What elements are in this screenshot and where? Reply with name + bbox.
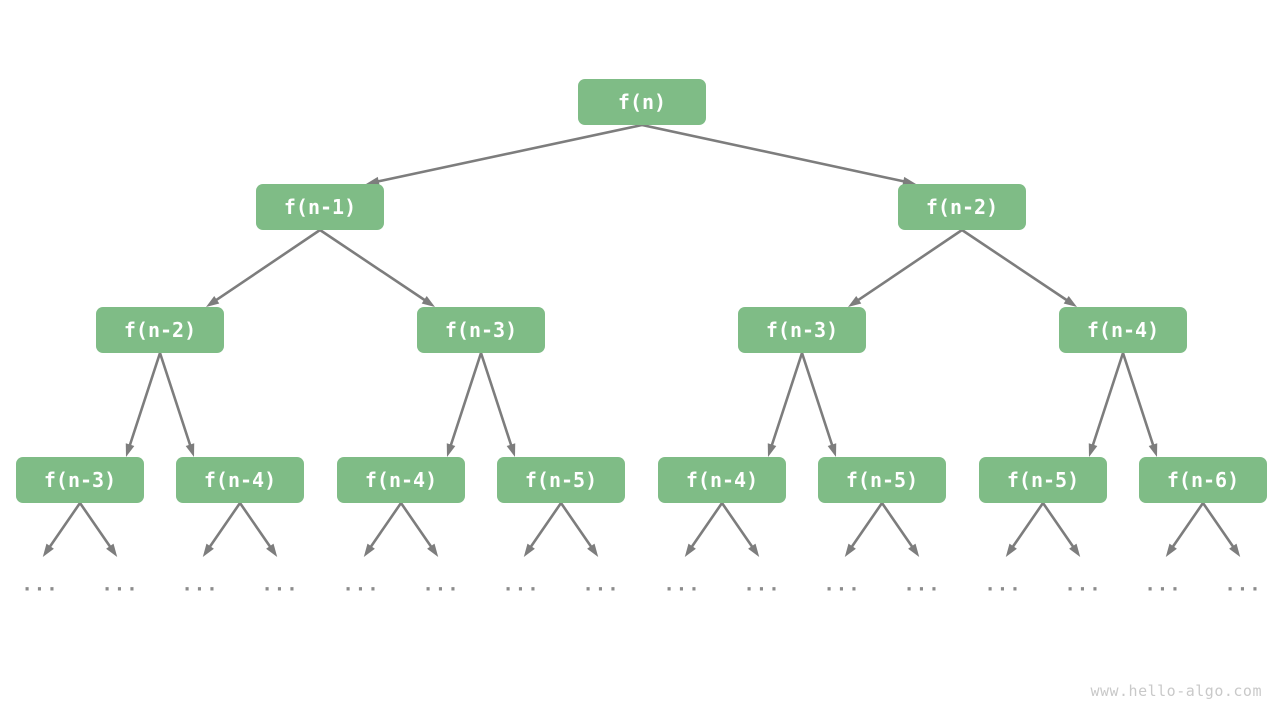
tree-node-n7: f(n-3)	[16, 457, 144, 503]
edge-n13-to-e12	[1005, 501, 1045, 557]
edge-n11-to-e9	[720, 501, 760, 557]
edge-n7-to-e0	[42, 501, 82, 557]
edge-n4-to-n10	[479, 351, 516, 457]
edge-n4-to-n9	[446, 351, 483, 457]
watermark-label: www.hello-algo.com	[1090, 682, 1262, 700]
ellipsis-e3: ...	[261, 573, 299, 596]
edge-n8-to-e2	[202, 501, 242, 557]
ellipsis-e0: ...	[21, 573, 59, 596]
tree-node-n2: f(n-2)	[898, 184, 1026, 230]
tree-node-n3: f(n-2)	[96, 307, 224, 353]
tree-node-n10: f(n-5)	[497, 457, 625, 503]
tree-node-n13: f(n-5)	[979, 457, 1107, 503]
ellipsis-e12: ...	[984, 573, 1022, 596]
edge-n12-to-e11	[880, 501, 920, 557]
ellipsis-e7: ...	[582, 573, 620, 596]
ellipsis-e8: ...	[663, 573, 701, 596]
tree-node-n12: f(n-5)	[818, 457, 946, 503]
ellipsis-e13: ...	[1064, 573, 1102, 596]
edge-n6-to-n14	[1121, 351, 1158, 457]
tree-node-n0: f(n)	[578, 79, 706, 125]
edge-n2-to-n5	[848, 228, 964, 307]
tree-node-n11: f(n-4)	[658, 457, 786, 503]
edge-n9-to-e5	[399, 501, 439, 557]
edge-n14-to-e14	[1165, 501, 1205, 557]
edge-n5-to-n11	[767, 351, 804, 457]
edge-n7-to-e1	[78, 501, 118, 557]
ellipsis-e2: ...	[181, 573, 219, 596]
ellipsis-e6: ...	[502, 573, 540, 596]
edge-n8-to-e3	[238, 501, 278, 557]
edge-n2-to-n6	[960, 228, 1077, 307]
edge-n3-to-n7	[125, 351, 162, 457]
edge-n6-to-n13	[1088, 351, 1125, 457]
tree-node-n1: f(n-1)	[256, 184, 384, 230]
edge-n0-to-n1	[366, 123, 644, 186]
edge-n11-to-e8	[684, 501, 724, 557]
edge-n9-to-e4	[363, 501, 403, 557]
tree-node-n8: f(n-4)	[176, 457, 304, 503]
edge-n1-to-n4	[318, 228, 435, 307]
edge-n14-to-e15	[1201, 501, 1241, 557]
edge-n1-to-n3	[206, 228, 322, 307]
tree-node-n6: f(n-4)	[1059, 307, 1187, 353]
ellipsis-e10: ...	[823, 573, 861, 596]
tree-node-n4: f(n-3)	[417, 307, 545, 353]
edge-n13-to-e13	[1041, 501, 1081, 557]
tree-node-n9: f(n-4)	[337, 457, 465, 503]
ellipsis-e1: ...	[101, 573, 139, 596]
edge-n0-to-n2	[640, 123, 916, 186]
ellipsis-e14: ...	[1144, 573, 1182, 596]
ellipsis-e9: ...	[743, 573, 781, 596]
ellipsis-e5: ...	[422, 573, 460, 596]
edge-n5-to-n12	[800, 351, 837, 457]
tree-node-n14: f(n-6)	[1139, 457, 1267, 503]
edge-n10-to-e6	[523, 501, 563, 557]
ellipsis-e4: ...	[342, 573, 380, 596]
ellipsis-e15: ...	[1224, 573, 1262, 596]
edge-n12-to-e10	[844, 501, 884, 557]
ellipsis-e11: ...	[903, 573, 941, 596]
tree-node-n5: f(n-3)	[738, 307, 866, 353]
edge-n3-to-n8	[158, 351, 195, 457]
edge-n10-to-e7	[559, 501, 599, 557]
